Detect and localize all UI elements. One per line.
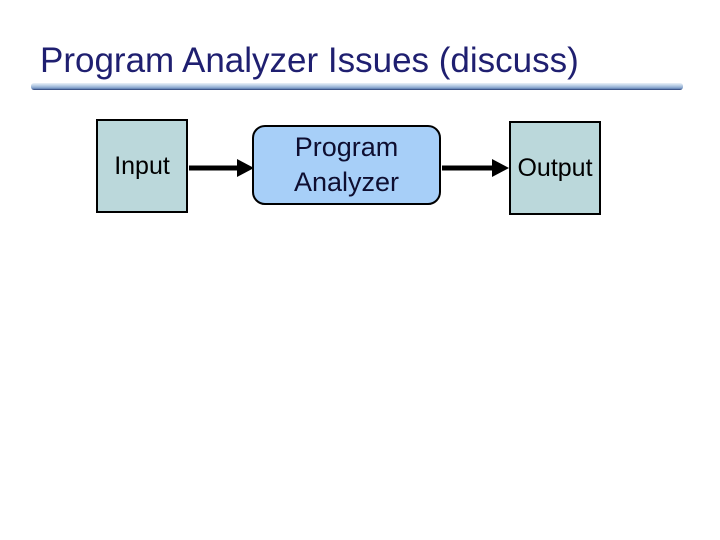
input-label: Input bbox=[114, 151, 170, 180]
input-box: Input bbox=[96, 119, 188, 213]
program-analyzer-box: Program Analyzer bbox=[252, 125, 441, 205]
output-label: Output bbox=[517, 153, 593, 182]
analyzer-label-line2: Analyzer bbox=[293, 167, 400, 197]
slide-title: Program Analyzer Issues (discuss) bbox=[40, 41, 579, 80]
arrow-analyzer-to-output bbox=[442, 159, 509, 177]
title-underline-bar bbox=[31, 83, 683, 90]
analyzer-label-line1: Program bbox=[294, 132, 399, 162]
arrow-input-to-analyzer bbox=[189, 159, 254, 177]
output-box: Output bbox=[509, 121, 601, 215]
